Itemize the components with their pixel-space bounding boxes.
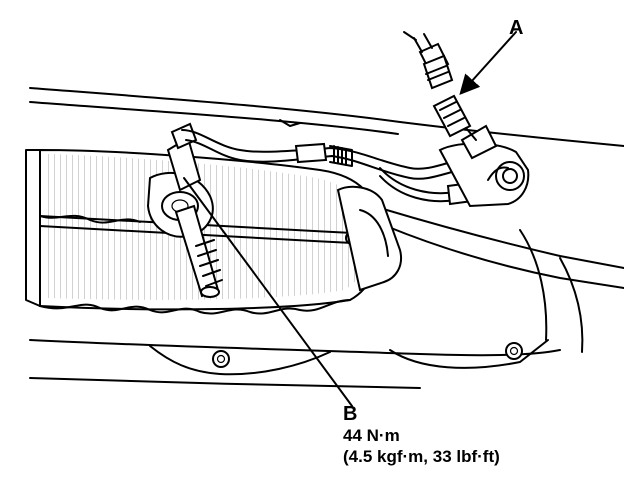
floor-panel-lower <box>29 339 561 389</box>
sensor-socket-tool <box>174 204 223 298</box>
callout-b-block: B 44 N·m (4.5 kgf·m, 33 lbf·ft) <box>343 404 500 467</box>
oxygen-sensor-b <box>166 122 313 192</box>
torque-spec-alt: (4.5 kgf·m, 33 lbf·ft) <box>343 447 500 466</box>
connector-a <box>432 94 477 141</box>
callout-label-b: B <box>343 403 358 425</box>
torque-spec-metric: 44 N·m <box>343 426 400 445</box>
mount-bolt-hole-right <box>505 342 523 360</box>
exhaust-pipe-flange <box>336 185 402 292</box>
callout-label-a: A <box>509 17 524 39</box>
floor-panel-upper <box>29 87 624 147</box>
connector-bracket <box>438 124 530 208</box>
mount-bolt-hole-left <box>212 350 230 368</box>
connector-mating-half <box>403 31 454 90</box>
leader-line-a <box>459 31 517 95</box>
leader-line-b <box>183 177 353 407</box>
catalytic-converter <box>25 148 382 315</box>
frame-rail <box>379 207 624 353</box>
